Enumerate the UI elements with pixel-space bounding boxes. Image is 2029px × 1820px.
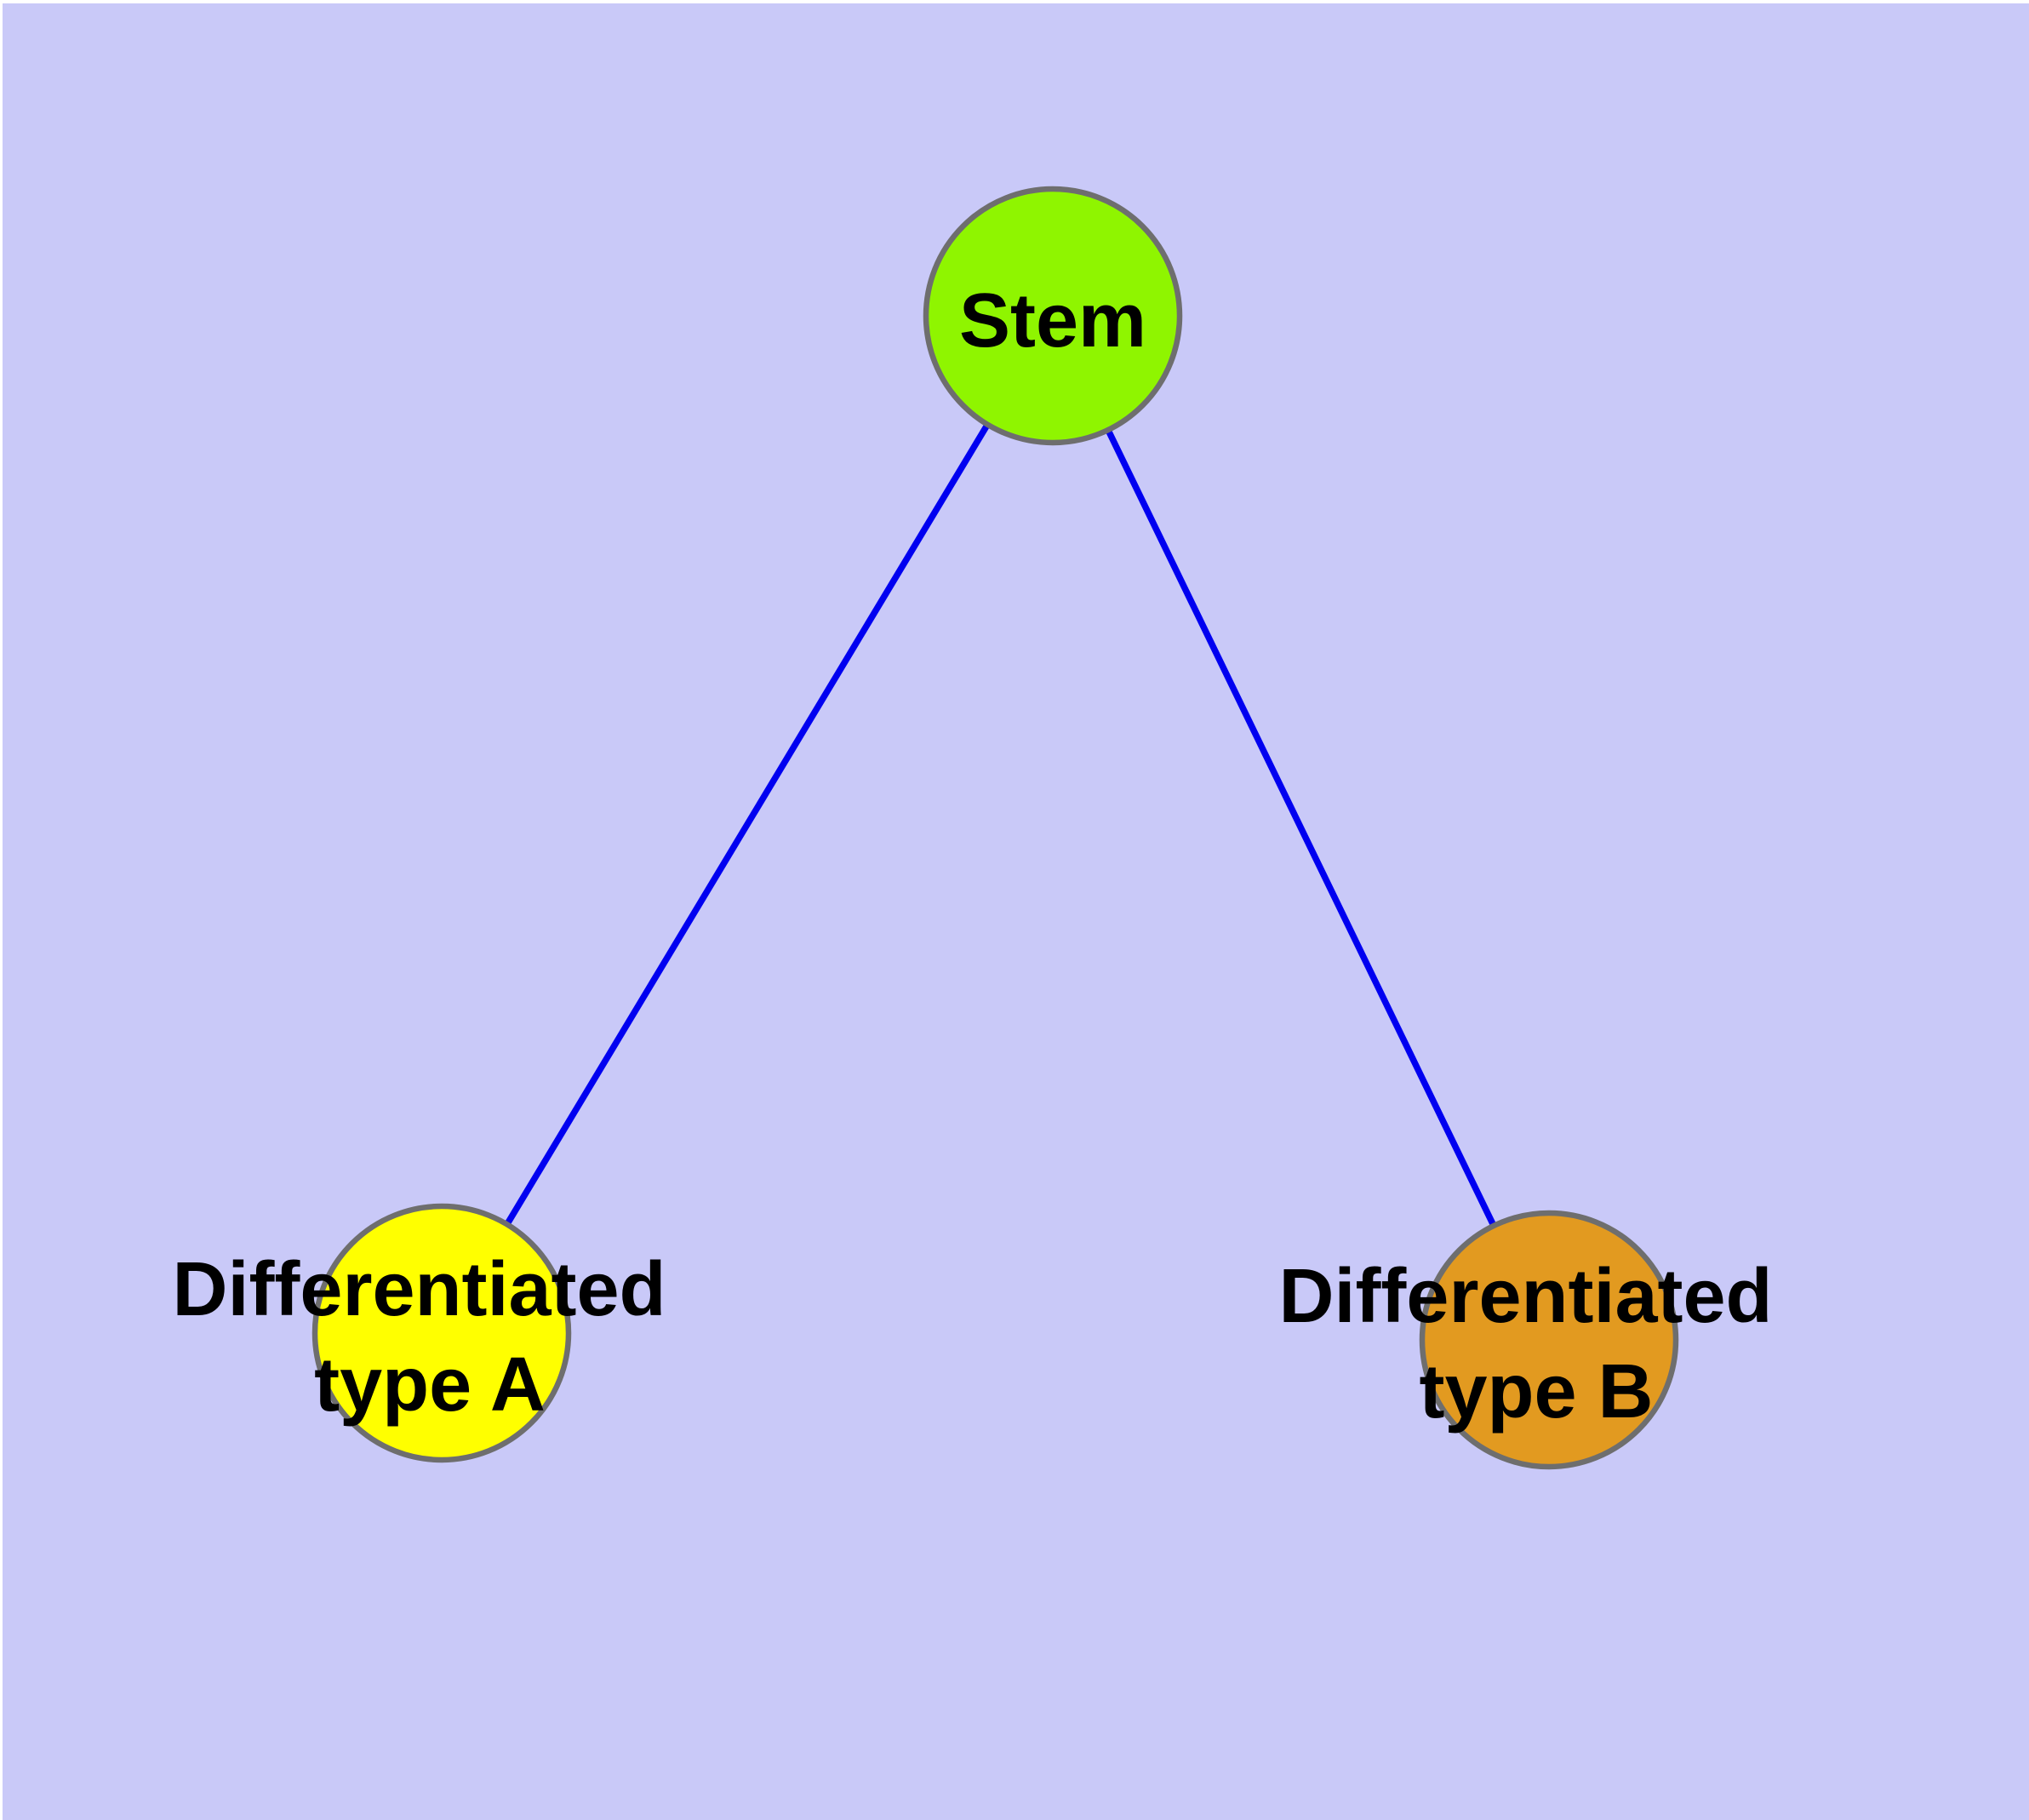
edge-stem-to-type-b: [1049, 314, 1552, 1342]
node-type-a-label-line2: type A: [314, 1342, 546, 1428]
node-type-b-label-line2: type B: [1419, 1349, 1653, 1434]
node-type-b-label-line1: Differentiated: [1278, 1254, 1772, 1339]
node-type-a: [311, 1203, 572, 1463]
node-type-a-label-line1: Differentiated: [172, 1247, 666, 1332]
node-type-b: [1419, 1210, 1679, 1470]
node-type-b-label: Differentiated type B: [1278, 1254, 1793, 1434]
node-stem-label: Stem: [959, 278, 1146, 363]
edge-stem-to-type-a: [438, 314, 1056, 1335]
node-type-a-label: Differentiated type A: [172, 1247, 687, 1428]
node-stem: [923, 186, 1183, 446]
